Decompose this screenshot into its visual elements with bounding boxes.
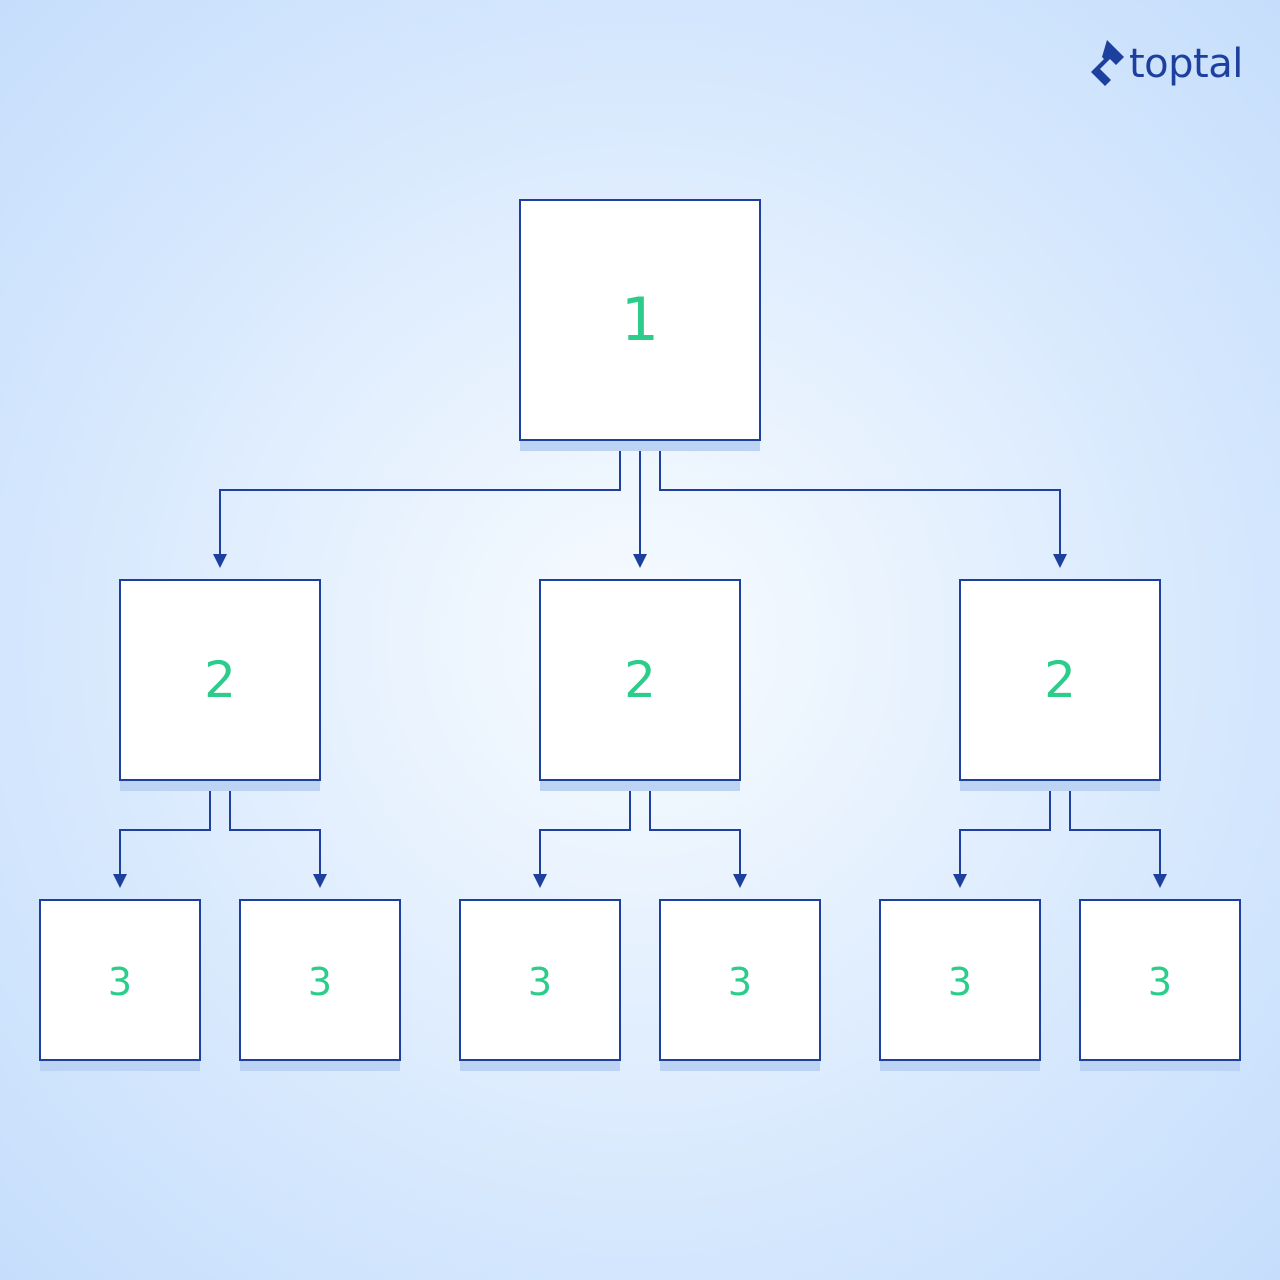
arrowhead	[213, 554, 227, 568]
connector-left-to-child-1	[119, 780, 211, 876]
node-label: 3	[108, 960, 132, 1004]
node-level-1: 1	[519, 199, 761, 451]
connectors	[113, 440, 1167, 888]
node-label: 2	[624, 651, 656, 709]
toptal-diamond-icon	[1091, 40, 1124, 86]
node-label: 3	[308, 960, 332, 1004]
node-label: 3	[728, 960, 752, 1004]
node-box	[959, 579, 1161, 781]
node-level-3: 3	[239, 899, 401, 1071]
arrowhead	[1153, 874, 1167, 888]
node-level-3: 3	[39, 899, 201, 1071]
node-box	[539, 579, 741, 781]
node-shadow	[40, 1061, 200, 1071]
arrowhead	[953, 874, 967, 888]
node-label: 2	[1044, 651, 1076, 709]
node-label: 3	[1148, 960, 1172, 1004]
connector-left-to-child-2	[229, 780, 321, 876]
node-box	[239, 899, 401, 1061]
connector-right-to-child-1	[959, 780, 1051, 876]
connector-root-to-right	[659, 440, 1061, 556]
node-level-3: 3	[1079, 899, 1241, 1071]
node-shadow	[960, 781, 1160, 791]
arrowhead	[533, 874, 547, 888]
node-box	[879, 899, 1041, 1061]
arrowhead	[633, 554, 647, 568]
node-level-2-center: 2	[539, 579, 741, 791]
node-shadow	[1080, 1061, 1240, 1071]
node-label: 3	[528, 960, 552, 1004]
node-box	[119, 579, 321, 781]
arrowhead	[113, 874, 127, 888]
node-label: 2	[204, 651, 236, 709]
arrowhead	[313, 874, 327, 888]
connector-center-to-child-2	[649, 780, 741, 876]
node-level-3: 3	[659, 899, 821, 1071]
node-box	[1079, 899, 1241, 1061]
connector-right-to-child-2	[1069, 780, 1161, 876]
node-level-3: 3	[879, 899, 1041, 1071]
node-box	[459, 899, 621, 1061]
node-shadow	[460, 1061, 620, 1071]
node-shadow	[120, 781, 320, 791]
node-level-3: 3	[459, 899, 621, 1071]
logo-text: toptal	[1129, 41, 1243, 87]
node-box	[659, 899, 821, 1061]
connector-root-to-left	[219, 440, 621, 556]
node-shadow	[520, 441, 760, 451]
toptal-logo: toptal	[1091, 40, 1243, 87]
node-shadow	[880, 1061, 1040, 1071]
node-box	[519, 199, 761, 441]
arrowhead	[1053, 554, 1067, 568]
node-box	[39, 899, 201, 1061]
arrowhead	[733, 874, 747, 888]
connector-center-to-child-1	[539, 780, 631, 876]
node-label: 3	[948, 960, 972, 1004]
node-shadow	[540, 781, 740, 791]
node-shadow	[240, 1061, 400, 1071]
node-label: 1	[621, 285, 659, 355]
node-shadow	[660, 1061, 820, 1071]
node-level-2-left: 2	[119, 579, 321, 791]
node-level-2-right: 2	[959, 579, 1161, 791]
